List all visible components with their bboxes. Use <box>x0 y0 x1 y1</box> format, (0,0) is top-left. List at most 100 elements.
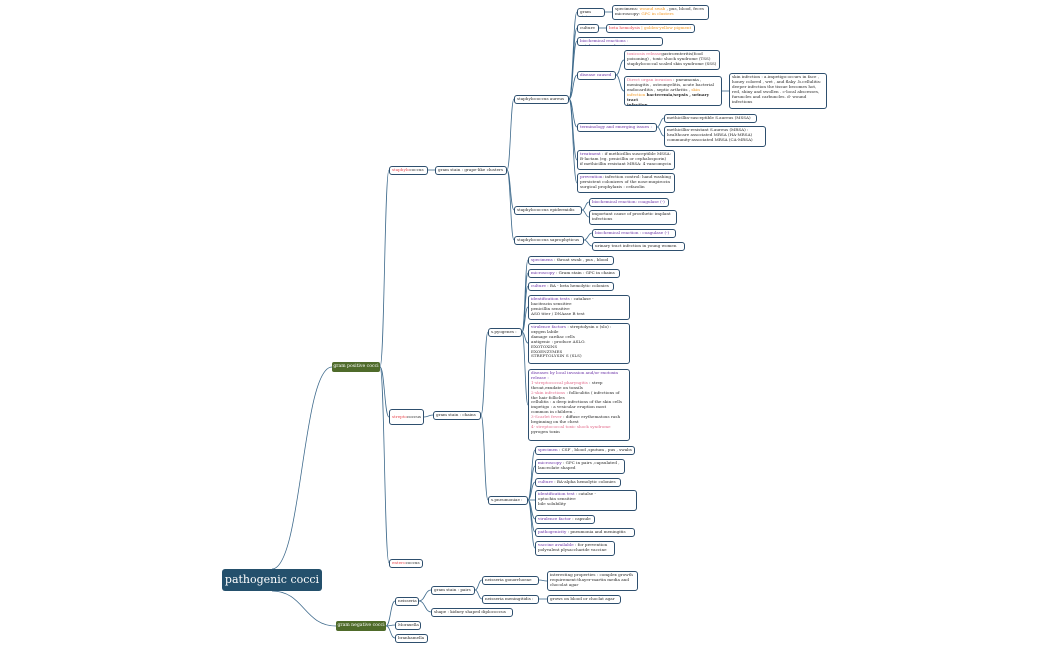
connector-line <box>583 232 593 241</box>
pneumoniae-virulence[interactable]: virulence factor : capsule <box>535 515 595 524</box>
entero-prefix: entero <box>392 560 406 565</box>
aureus-direct-node[interactable]: Direct organ invasion : pneumonia , meni… <box>624 76 722 106</box>
disease-2-text: : folliculitis ( infections of the hair … <box>531 389 622 415</box>
pyogenes-ident-value: : catalase - bacitracin sensitive penici… <box>531 296 594 316</box>
connector-line <box>379 366 390 418</box>
neisseria-node[interactable]: neisseria <box>395 597 419 606</box>
connector-line <box>581 209 590 218</box>
pyogenes-culture-value: : BA - beta hemolytic colonies <box>545 283 609 288</box>
streptococcus-node[interactable]: streptococcus <box>389 409 424 425</box>
pneumoniae-vaccine-key: vaccine available <box>538 542 574 547</box>
staph-prefix: staphylo <box>392 167 410 172</box>
strep-prefix: strepto <box>392 414 407 419</box>
enterococcus-node[interactable]: enterococcus <box>389 559 423 568</box>
connector-line <box>506 169 515 241</box>
pneumoniae-culture[interactable]: culture : BA-alpha hemolytic colonies <box>535 478 621 487</box>
specimens-label: specimens: <box>615 6 640 11</box>
gonorrhoeae-note-node[interactable]: interesting properties : complex growth … <box>547 571 638 591</box>
connector-line <box>521 331 529 406</box>
aureus-skin-detail-node[interactable]: skin infection : a.impetigo:occurs in fa… <box>729 73 827 109</box>
disease-2-highlight: 2-skin infections <box>531 389 566 395</box>
disease-1-text: : strep throat,exudate on tonsils <box>531 379 603 390</box>
epidermidis-biochem-node[interactable]: biochemical reaction: coagulase (-) <box>589 198 669 207</box>
pyogenes-diseases-key: diseases by local invasion and/or exotox… <box>531 370 619 380</box>
aureus-gram-stain-node[interactable]: gram stain <box>577 8 605 17</box>
pneumoniae-vaccine[interactable]: vaccine available : for prevention polyv… <box>535 541 615 556</box>
gram-positive-branch[interactable]: gram positive cocci <box>332 362 380 372</box>
pneumoniae-culture-key: culture <box>538 479 553 484</box>
saprophyticus-note-node[interactable]: urinary tract infection in young women <box>592 242 685 251</box>
staph-epidermidis-node[interactable]: staphylococcus epidermidis <box>514 206 582 215</box>
pneumoniae-microscopy-value: : GPC in pairs ,capsulated , lanceolate … <box>538 460 620 470</box>
aureus-terminology-node[interactable]: terminology and emerging issues : <box>577 123 657 132</box>
staph-aureus-node[interactable]: staphylococcus aureus <box>514 95 569 104</box>
staph-gram-stain[interactable]: gram stain : grape-like clusters <box>435 166 507 175</box>
microscopy-label: microscopy: <box>615 10 642 16</box>
connector-line <box>385 600 396 627</box>
aureus-specimens-node[interactable]: specimens: wound swab , pus, blood, fece… <box>612 5 709 20</box>
staph-saprophyticus-node[interactable]: staphylococcus saprophyticus <box>514 236 584 245</box>
pyogenes-ident-key: identification tests <box>531 296 570 301</box>
gram-negative-branch[interactable]: gram negative cocci <box>336 621 386 631</box>
connector-line <box>568 74 578 100</box>
pneumoniae-microscopy[interactable]: microscopy : GPC in pairs ,capsulated , … <box>535 459 625 474</box>
staphylococcus-node[interactable]: staphylococcus <box>389 166 428 175</box>
pneumoniae-identification[interactable]: identification test : catalse - optochin… <box>535 490 637 511</box>
meningitidis-note-node[interactable]: grows on blood or choclat agar <box>547 595 621 604</box>
connector-line <box>568 40 578 100</box>
neisseria-shape-node[interactable]: shape : kidney shaped diplococcus <box>431 608 513 617</box>
root-node[interactable]: pathogenic cocci <box>222 569 322 591</box>
connector-line <box>480 331 489 416</box>
staph-suffix: coccus <box>409 167 424 172</box>
disease-4-highlight: 4- streptococcal toxic shock syndrome <box>531 423 611 429</box>
pyogenes-specimens-value: : throat swab , pus , blood <box>552 257 609 262</box>
connector-line <box>583 239 593 247</box>
connector-line <box>615 59 625 76</box>
culture-pigment: | golden-yellow pigment <box>639 25 692 30</box>
s-pneumoniae-node[interactable]: s.pneumoniae : <box>488 496 528 505</box>
neisseria-gram-stain[interactable]: gram stain : pairs <box>431 586 475 595</box>
pyogenes-virulence[interactable]: virulence factors : streptolysin o (slo)… <box>528 323 630 364</box>
pneumoniae-virulence-value: : capsule <box>570 516 591 521</box>
disease-1-highlight: 1-streptococcal pharyngitis <box>531 379 588 385</box>
neisseria-gonorrhoeae-node[interactable]: neisseria gonorrhoeae <box>482 576 539 585</box>
epidermidis-note-node[interactable]: important cause of prosthetic implant in… <box>589 210 677 225</box>
pneumoniae-virulence-key: virulence factor <box>538 516 571 521</box>
saprophyticus-biochem-node[interactable]: biochemical reaction : coagulase (-) <box>592 229 676 238</box>
aureus-culture-node[interactable]: culture <box>577 24 599 33</box>
pyogenes-culture[interactable]: culture : BA - beta hemolytic colonies <box>528 282 614 291</box>
aureus-biochem-node[interactable]: biochemical reactions : catalase+,coagul… <box>577 37 663 46</box>
aureus-culture-value[interactable]: beta hemolysis | golden-yellow pigment <box>606 24 695 33</box>
branhamella-node[interactable]: branhamella <box>395 634 428 643</box>
connector-line <box>521 331 529 344</box>
aureus-treatment-node[interactable]: treatment : if methicillin susceptible M… <box>577 150 675 170</box>
pyogenes-specimens[interactable]: specimens : throat swab , pus , blood <box>528 256 614 265</box>
disease-3-text: : diffuse erythematous rash beginning on… <box>531 414 621 425</box>
pyogenes-culture-key: culture <box>531 283 546 288</box>
neisseria-meningitidis-node[interactable]: neisseria meningitidis : <box>482 595 539 604</box>
pyogenes-microscopy-value: : Gram stain : GPC in chains <box>554 270 615 275</box>
aureus-mrsa-node[interactable]: methicillin-resistant S.aureus (MRSA) : … <box>664 126 766 147</box>
connector-line <box>581 201 590 211</box>
aureus-disease-node[interactable]: disease caused <box>577 71 616 80</box>
connector-line <box>474 579 483 591</box>
toxin-highlight: toxicosis release <box>627 51 662 56</box>
pneumoniae-specimens[interactable]: specimen : CSF , blood ,sputum , pus , s… <box>535 446 635 455</box>
pyogenes-virulence-value: : streptolysin o (slo) : oxygen labile d… <box>531 324 612 359</box>
pyogenes-microscopy[interactable]: microscopy : Gram stain : GPC in chains <box>528 269 620 278</box>
strep-gram-stain[interactable]: gram stain : chains <box>433 411 481 420</box>
connector-line <box>656 126 665 137</box>
pneumoniae-pathogenicity[interactable]: pathogenicity : pneumonia and meningitis <box>535 528 635 537</box>
s-pyogenes-node[interactable]: s.pyogenes : <box>488 328 522 337</box>
connector-line <box>385 625 396 639</box>
pneumoniae-path-value: : pneumonia and meningitis <box>566 529 626 534</box>
aureus-mssa-node[interactable]: methicillin-susceptible S.aureus (MSSA) <box>664 114 757 123</box>
pyogenes-diseases[interactable]: diseases by local invasion and/or exotox… <box>528 369 630 441</box>
connector-line <box>527 499 536 549</box>
moraxella-node[interactable]: Moraxella <box>395 621 421 630</box>
specimens-highlight: wound swab <box>639 6 666 11</box>
pyogenes-identification[interactable]: identification tests : catalase - bacitr… <box>528 295 630 320</box>
aureus-toxin-node[interactable]: toxicosis releasegastroenteritis(food po… <box>624 50 720 70</box>
aureus-prevention-node[interactable]: prevention: infection control: hand wash… <box>577 173 675 193</box>
connector-line <box>568 98 578 161</box>
